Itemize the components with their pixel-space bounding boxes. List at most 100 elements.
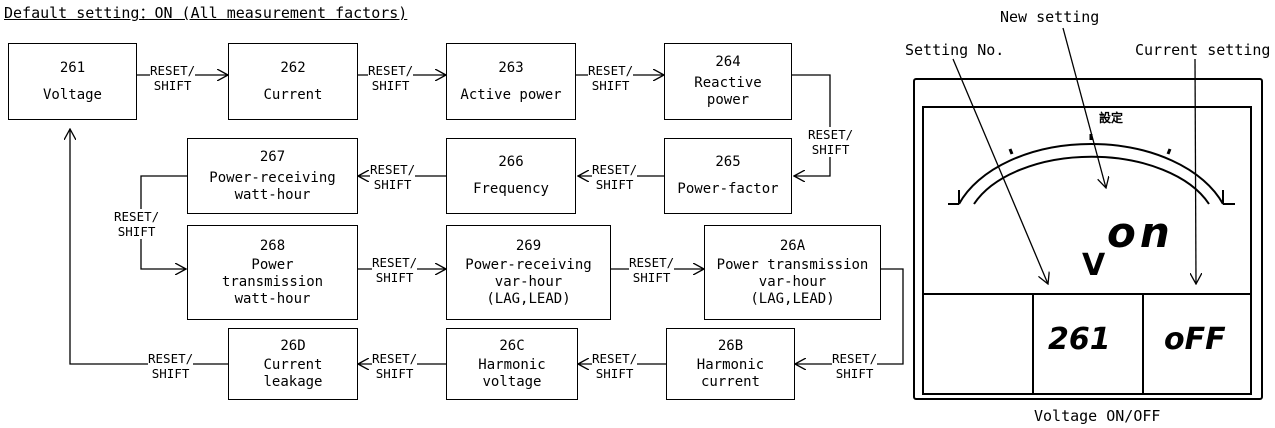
box-number: 262	[280, 59, 306, 76]
reset-text: RESET/	[832, 351, 878, 366]
current-value-display: oFF	[1164, 322, 1226, 357]
lcd-graphic	[922, 106, 1252, 395]
box-label: Power transmission	[716, 256, 869, 273]
new-setting-label: New setting	[1000, 8, 1100, 26]
shift-text: SHIFT	[591, 78, 630, 93]
box-26d: 26D Current leakage	[228, 328, 358, 400]
reset-shift-label: RESET/ SHIFT	[629, 255, 675, 285]
box-label: power	[706, 92, 750, 108]
box-label: Current	[263, 356, 323, 373]
box-number: 268	[259, 237, 286, 254]
box-label: Power-receiving	[209, 169, 336, 186]
box-label: Power-receiving	[465, 256, 592, 273]
box-label: voltage	[482, 373, 542, 390]
box-263: 263 Active power	[446, 43, 576, 120]
reset-text: RESET/	[592, 351, 638, 366]
box-label: Current	[263, 86, 323, 103]
default-setting-header: Default setting：ON (All measurement fact…	[4, 4, 408, 22]
box-26b: 26B Harmonic current	[666, 328, 795, 400]
box-label: var-hour	[758, 273, 827, 290]
box-label: Frequency	[473, 181, 549, 197]
setting-no-display: 261	[1048, 322, 1111, 357]
current-setting-label: Current setting	[1135, 41, 1271, 59]
box-26a: 26A Power transmission var-hour (LAG,LEA…	[704, 225, 881, 320]
shift-text: SHIFT	[375, 270, 414, 285]
box-26c: 26C Harmonic voltage	[446, 328, 578, 400]
box-number: 26A	[779, 237, 806, 254]
box-261: 261 Voltage	[8, 43, 137, 120]
reset-text: RESET/	[150, 63, 196, 78]
reset-shift-label: RESET/ SHIFT	[114, 209, 160, 239]
display-caption: Voltage ON/OFF	[1034, 407, 1161, 425]
reset-text: RESET/	[372, 255, 418, 270]
box-267: 267 Power-receiving watt-hour	[187, 138, 358, 214]
box-number: 269	[515, 237, 542, 254]
box-label: Active power	[460, 86, 562, 103]
reset-shift-label: RESET/ SHIFT	[592, 162, 638, 192]
shift-text: SHIFT	[151, 366, 190, 381]
box-number: 261	[59, 59, 86, 76]
box-label: watt-hour	[234, 290, 311, 307]
box-label: var-hour	[494, 273, 563, 290]
box-265: 265 Power-factor	[664, 138, 792, 214]
reset-shift-label: RESET/ SHIFT	[808, 127, 854, 157]
reset-text: RESET/	[114, 209, 160, 224]
reset-shift-label: RESET/ SHIFT	[592, 351, 638, 381]
box-number: 26D	[280, 337, 306, 354]
reset-text: RESET/	[368, 63, 414, 78]
box-269: 269 Power-receiving var-hour (LAG,LEAD)	[446, 225, 611, 320]
box-number: 266	[498, 154, 524, 170]
box-268: 268 Power transmission watt-hour	[187, 225, 358, 320]
display-panel: 設定 on V 261 oFF	[913, 78, 1263, 400]
box-266: 266 Frequency	[446, 138, 576, 214]
reset-text: RESET/	[629, 255, 675, 270]
shift-text: SHIFT	[632, 270, 671, 285]
shift-text: SHIFT	[373, 177, 412, 192]
reset-shift-label: RESET/ SHIFT	[368, 63, 414, 93]
reset-text: RESET/	[370, 162, 416, 177]
unit-display: V	[1082, 248, 1106, 283]
reset-shift-label: RESET/ SHIFT	[372, 351, 418, 381]
main-value-display: on	[1107, 208, 1174, 257]
shift-text: SHIFT	[811, 142, 850, 157]
reset-shift-label: RESET/ SHIFT	[370, 162, 416, 192]
box-label: Power	[251, 256, 294, 273]
box-number: 265	[715, 154, 741, 170]
reset-shift-label: RESET/ SHIFT	[372, 255, 418, 285]
shift-text: SHIFT	[371, 78, 410, 93]
box-label: Voltage	[42, 86, 102, 103]
box-264: 264 Reactive power	[664, 43, 792, 120]
reset-shift-label: RESET/ SHIFT	[588, 63, 634, 93]
shift-text: SHIFT	[153, 78, 192, 93]
box-number: 264	[715, 54, 741, 70]
box-label: Harmonic	[478, 356, 546, 373]
reset-text: RESET/	[808, 127, 854, 142]
box-label: Reactive	[694, 75, 762, 91]
box-label: current	[700, 373, 760, 390]
shift-text: SHIFT	[595, 177, 634, 192]
reset-text: RESET/	[588, 63, 634, 78]
box-label: watt-hour	[234, 186, 311, 203]
box-label: transmission	[221, 273, 324, 290]
box-number: 263	[498, 59, 524, 76]
reset-text: RESET/	[372, 351, 418, 366]
box-label: Power-factor	[677, 181, 779, 197]
shift-text: SHIFT	[117, 224, 156, 239]
shift-text: SHIFT	[375, 366, 414, 381]
reset-text: RESET/	[592, 162, 638, 177]
box-label: leakage	[263, 373, 323, 390]
shift-text: SHIFT	[595, 366, 634, 381]
box-262: 262 Current	[228, 43, 358, 120]
box-label: (LAG,LEAD)	[750, 290, 835, 307]
box-number: 267	[259, 148, 286, 165]
shift-text: SHIFT	[835, 366, 874, 381]
reset-shift-label: RESET/ SHIFT	[832, 351, 878, 381]
box-label: Harmonic	[696, 356, 765, 373]
reset-text: RESET/	[148, 351, 194, 366]
reset-shift-label: RESET/ SHIFT	[148, 351, 194, 381]
reset-shift-label: RESET/ SHIFT	[150, 63, 196, 93]
setting-badge: 設定	[1099, 111, 1124, 125]
box-label: (LAG,LEAD)	[486, 290, 571, 307]
setting-no-label: Setting No.	[905, 41, 1005, 59]
